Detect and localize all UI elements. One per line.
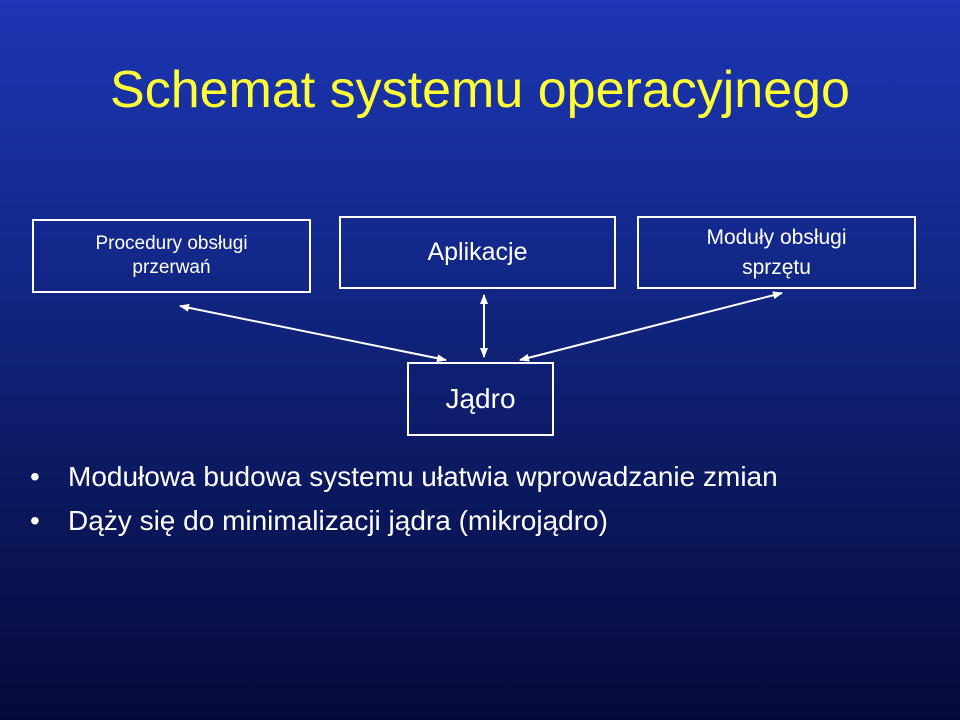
hardware-modules-box: Moduły obsługi sprzętu bbox=[637, 216, 916, 289]
interrupt-handlers-box: Procedury obsługi przerwań bbox=[32, 219, 311, 293]
bullet-item: • Dąży się do minimalizacji jądra (mikro… bbox=[30, 506, 930, 536]
bullet-item: • Modułowa budowa systemu ułatwia wprowa… bbox=[30, 462, 930, 492]
bullet-text: Modułowa budowa systemu ułatwia wprowadz… bbox=[68, 461, 778, 492]
slide-title: Schemat systemu operacyjnego bbox=[110, 61, 850, 119]
arrow-kernel-interrupt-handlers bbox=[179, 303, 447, 363]
bullet-list: • Modułowa budowa systemu ułatwia wprowa… bbox=[30, 462, 930, 550]
hardware-modules-label: Moduły obsługi sprzętu bbox=[706, 225, 847, 279]
kernel-label: Jądro bbox=[445, 383, 516, 414]
applications-box: Aplikacje bbox=[339, 216, 616, 289]
applications-label: Aplikacje bbox=[427, 238, 528, 266]
bullet-marker: • bbox=[30, 461, 40, 492]
interrupt-handlers-label: Procedury obsługi przerwań bbox=[95, 233, 248, 278]
bullet-text: Dąży się do minimalizacji jądra (mikroją… bbox=[68, 505, 608, 536]
bullet-marker: • bbox=[30, 505, 40, 536]
kernel-box: Jądro bbox=[407, 362, 554, 436]
arrow-kernel-hardware-modules bbox=[519, 291, 783, 362]
